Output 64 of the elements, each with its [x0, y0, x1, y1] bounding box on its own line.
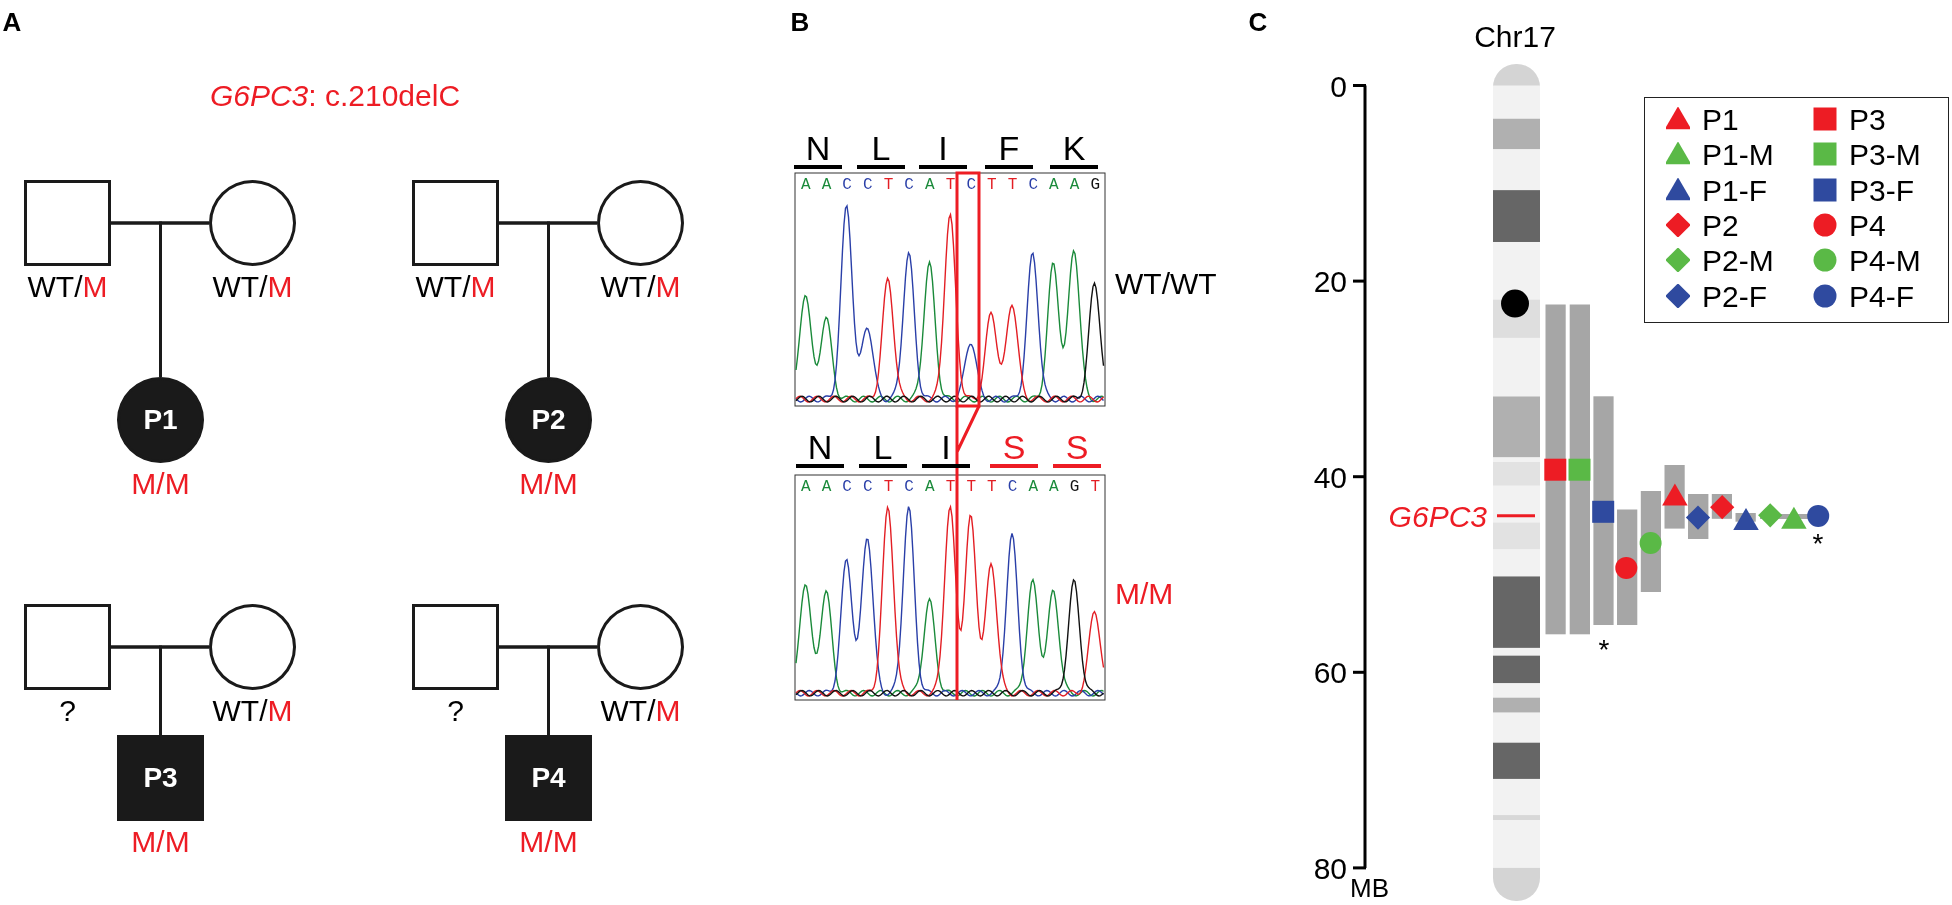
legend-label: P1 — [1702, 102, 1739, 136]
genotype-label: M/M — [519, 825, 578, 858]
legend-label: P2 — [1702, 208, 1739, 242]
male-symbol — [412, 604, 499, 690]
amino-acid-label: K — [1050, 131, 1098, 169]
amino-acid-label: S — [990, 430, 1038, 468]
amino-acid-label: S — [1053, 430, 1101, 468]
genotype-label: WT/M — [212, 270, 293, 303]
male-symbol — [412, 180, 499, 266]
legend-label: P2-F — [1702, 279, 1767, 312]
genotype-label: WT/M — [600, 694, 681, 727]
amino-acid-label: I — [922, 430, 970, 468]
genotype-label: WT/WT — [1115, 266, 1217, 300]
descent-line — [159, 645, 209, 735]
legend-label: P1-F — [1702, 173, 1767, 207]
legend-label: P4-F — [1849, 279, 1914, 312]
axis-tick-label: 60 — [1313, 655, 1347, 689]
amino-acid-label: L — [859, 430, 907, 468]
gene-label: G6PC3 — [1388, 499, 1487, 533]
patient-label: P1 — [143, 404, 178, 436]
genotype-label: M/M — [131, 467, 190, 500]
chromosome-label: Chr17 — [1474, 19, 1556, 53]
axis-tick-label: 0 — [1330, 69, 1347, 102]
male-symbol — [24, 604, 111, 690]
axis-tick-label: 40 — [1313, 460, 1347, 494]
patient-label: P4 — [531, 762, 566, 794]
legend-label: P4-M — [1849, 243, 1921, 277]
axis-tick-label: 80 — [1313, 851, 1347, 885]
patient-label: P3 — [143, 762, 178, 794]
panel-letter: A — [2, 7, 22, 37]
asterisk-note: * — [1812, 528, 1824, 560]
legend-label: P3-M — [1849, 137, 1921, 171]
asterisk-note: * — [1598, 634, 1610, 666]
amino-acid-label: I — [919, 131, 967, 169]
legend-label: P1-M — [1702, 137, 1774, 171]
descent-line — [547, 645, 597, 735]
male-symbol — [24, 180, 111, 266]
affected-male-symbol — [117, 735, 204, 821]
legend-label: P3 — [1849, 102, 1886, 136]
descent-line — [547, 221, 597, 377]
amino-acid-label: N — [794, 131, 842, 169]
axis-unit-label: MB — [1350, 873, 1389, 903]
genotype-label: M/M — [1115, 576, 1174, 610]
genotype-label: M/M — [519, 467, 578, 500]
patient-label: P2 — [531, 404, 566, 436]
genotype-label: WT/M — [27, 270, 108, 303]
amino-acid-label: N — [796, 430, 844, 468]
descent-line — [159, 221, 209, 377]
axis-tick-label: 20 — [1313, 264, 1347, 298]
affected-male-symbol — [505, 735, 592, 821]
amino-acid-label: F — [985, 131, 1033, 169]
genotype-label: WT/M — [212, 694, 293, 727]
genotype-label: WT/M — [415, 270, 496, 303]
panel-letter: C — [1248, 7, 1268, 37]
legend-label: P4 — [1849, 208, 1886, 242]
panel-letter: B — [790, 7, 810, 37]
amino-acid-label: L — [857, 131, 905, 169]
genotype-label: M/M — [131, 825, 190, 858]
legend-label: P2-M — [1702, 243, 1774, 277]
legend-label: P3-F — [1849, 173, 1914, 207]
genotype-label: ? — [447, 694, 464, 727]
genotype-label: ? — [59, 694, 76, 727]
mutation-title: G6PC3: c.210delC — [209, 78, 461, 112]
genotype-label: WT/M — [600, 270, 681, 303]
